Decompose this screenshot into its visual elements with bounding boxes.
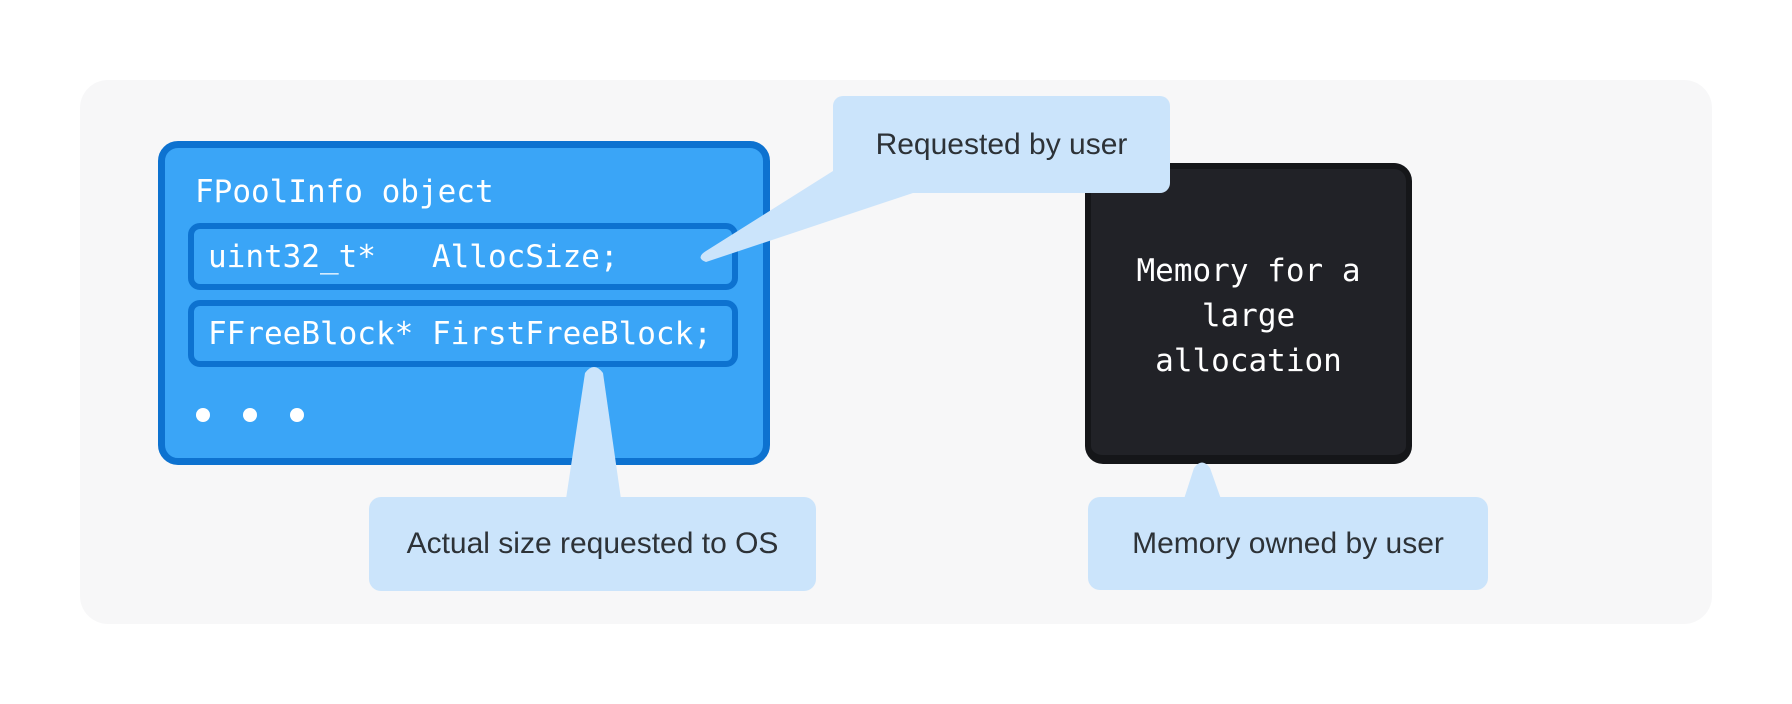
fpoolinfo-title: FPoolInfo object [195,174,494,210]
memory-allocation-box: Memory for a large allocation [1085,163,1412,464]
callout-actual-size-requested: Actual size requested to OS [369,497,816,591]
field-firstfreeblock: FFreeBlock* FirstFreeBlock; [188,300,738,367]
field-allocsize: uint32_t* AllocSize; [188,223,738,290]
ellipsis-dot [290,408,304,422]
fpoolinfo-box: FPoolInfo object uint32_t* AllocSize; FF… [158,141,770,465]
memory-box-line: allocation [1155,342,1342,379]
callout-requested-by-user: Requested by user [833,96,1170,193]
memory-box-line: Memory for a [1136,252,1361,289]
callout-memory-owned-by-user: Memory owned by user [1088,497,1488,590]
ellipsis-dot [196,408,210,422]
memory-box-line: large [1201,297,1296,334]
ellipsis-dot [243,408,257,422]
ellipsis-dots [196,408,316,422]
